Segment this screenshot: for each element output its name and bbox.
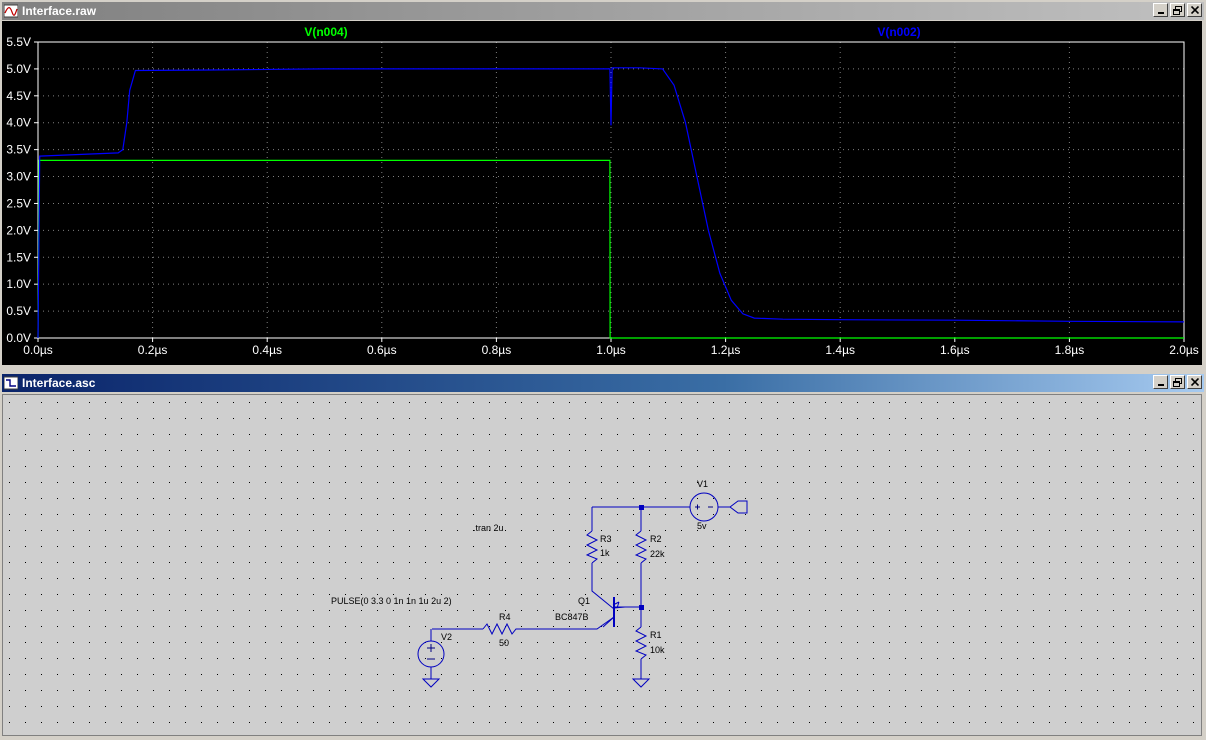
waveform-app-icon [4, 4, 18, 18]
q1-model[interactable]: BC847B [555, 612, 589, 622]
y-tick-label: 2.0V [6, 223, 31, 237]
v1-value[interactable]: 5v [697, 521, 707, 531]
voltage-source-v2[interactable] [417, 640, 445, 668]
v2-name: V2 [441, 632, 452, 642]
schematic-title-bar[interactable]: Interface.asc [2, 374, 1204, 392]
r1-name: R1 [650, 630, 662, 640]
restore-icon [1173, 377, 1182, 387]
x-tick-label: 1.4µs [825, 343, 855, 357]
v2-pulse-spec[interactable]: PULSE(0 3.3 0 1n 1n 1u 2u 2) [331, 596, 452, 606]
close-icon [1190, 378, 1199, 386]
x-tick-label: 0.0µs [23, 343, 53, 357]
y-tick-label: 1.5V [6, 250, 31, 264]
x-tick-label: 1.2µs [711, 343, 741, 357]
x-tick-label: 2.0µs [1169, 343, 1199, 357]
x-tick-label: 1.0µs [596, 343, 626, 357]
ground-icon[interactable] [631, 678, 651, 688]
waveform-window[interactable]: Interface.raw 0.0V 0.5V 1.0V 1.5V 2.0V 2.5V 3.… [0, 0, 1206, 368]
y-tick-label: 4.0V [6, 116, 31, 130]
plot-pane[interactable]: 0.0V 0.5V 1.0V 1.5V 2.0V 2.5V 3.0V 3.5V 4.0V 4.5V… [2, 21, 1202, 365]
r1-value[interactable]: 10k [650, 645, 665, 655]
voltage-source-v1[interactable] [689, 492, 719, 522]
x-tick-label: 0.8µs [482, 343, 512, 357]
minimize-button[interactable] [1153, 3, 1168, 17]
resistor-r2[interactable] [634, 530, 648, 564]
x-tick-label: 0.4µs [252, 343, 282, 357]
y-tick-label: 2.5V [6, 196, 31, 210]
resistor-r1[interactable] [634, 626, 648, 660]
y-tick-label: 3.0V [6, 170, 31, 184]
plot-frame [37, 41, 1185, 339]
r4-name: R4 [499, 612, 511, 622]
schematic-app-icon [4, 376, 18, 390]
minimize-icon [1157, 12, 1164, 14]
power-flag-icon[interactable] [729, 500, 748, 514]
r3-name: R3 [600, 534, 612, 544]
y-tick-label: 0.5V [6, 304, 31, 318]
close-icon [1190, 6, 1199, 14]
transistor-q1[interactable] [602, 597, 626, 628]
schematic-canvas[interactable]: .tran 2u R3 1k R2 22k R1 10k R4 50 Q1 BC… [2, 394, 1202, 736]
r3-value[interactable]: 1k [600, 548, 610, 558]
x-tick-label: 0.6µs [367, 343, 397, 357]
ground-icon[interactable] [421, 678, 441, 688]
minimize-icon [1157, 384, 1164, 386]
x-tick-label: 1.8µs [1055, 343, 1085, 357]
resistor-r3[interactable] [585, 530, 599, 564]
resistor-r4[interactable] [482, 622, 519, 636]
y-tick-label: 3.5V [6, 143, 31, 157]
waveform-title-bar[interactable]: Interface.raw [2, 2, 1204, 20]
grid-dots [3, 395, 1201, 735]
r2-value[interactable]: 22k [650, 549, 665, 559]
waveform-window-title: Interface.raw [22, 4, 97, 18]
restore-button[interactable] [1170, 375, 1185, 389]
y-tick-label: 1.0V [6, 277, 31, 291]
y-tick-label: 0.0V [6, 331, 31, 345]
y-tick-label: 5.0V [6, 62, 31, 76]
junction-dot [639, 605, 644, 610]
trace-v-n002[interactable] [37, 67, 1185, 339]
y-tick-label: 5.5V [6, 35, 31, 49]
schematic-window[interactable]: Interface.asc [0, 372, 1206, 739]
minimize-button[interactable] [1153, 375, 1168, 389]
q1-name: Q1 [578, 596, 590, 606]
junction-dot [639, 505, 644, 510]
x-tick-label: 0.2µs [138, 343, 168, 357]
trace-label-v-n002[interactable]: V(n002) [877, 25, 920, 39]
restore-icon [1173, 5, 1182, 15]
schematic-drawing[interactable]: .tran 2u R3 1k R2 22k R1 10k R4 50 Q1 BC… [3, 395, 1201, 735]
restore-button[interactable] [1170, 3, 1185, 17]
y-tick-label: 4.5V [6, 89, 31, 103]
r2-name: R2 [650, 534, 662, 544]
waveform-plot[interactable]: 0.0V 0.5V 1.0V 1.5V 2.0V 2.5V 3.0V 3.5V 4.0V 4.5V… [2, 21, 1202, 365]
schematic-window-title: Interface.asc [22, 376, 96, 390]
close-button[interactable] [1187, 3, 1202, 17]
v1-name: V1 [697, 479, 708, 489]
r4-value[interactable]: 50 [499, 638, 509, 648]
x-tick-label: 1.6µs [940, 343, 970, 357]
close-button[interactable] [1187, 375, 1202, 389]
spice-directive[interactable]: .tran 2u [473, 523, 504, 533]
trace-label-v-n004[interactable]: V(n004) [304, 25, 347, 39]
